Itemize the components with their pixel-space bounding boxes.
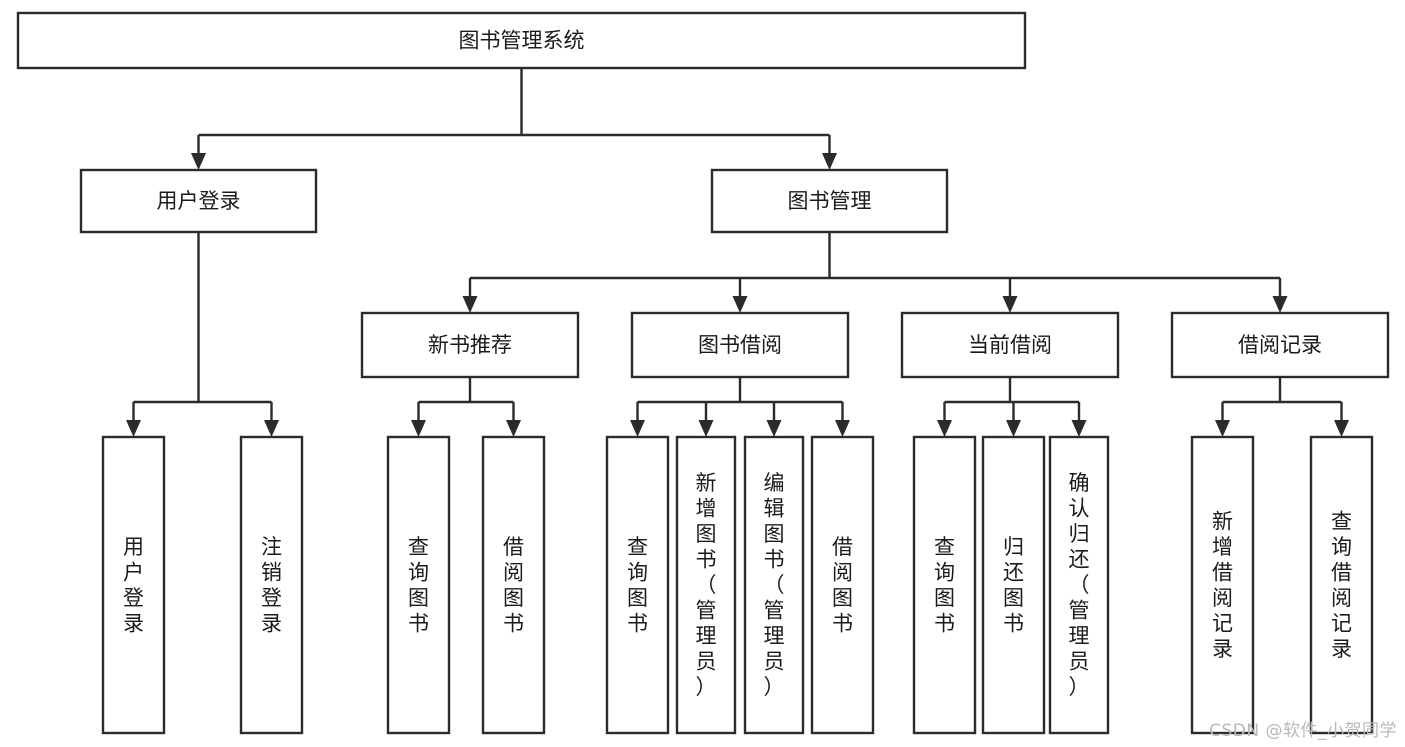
nodes-layer: 图书管理系统用户登录图书管理新书推荐图书借阅当前借阅借阅记录用户登录注销登录查询…	[16, 11, 1390, 735]
edge-group	[937, 377, 1087, 437]
node-label: 确认归还（管理员）	[1069, 471, 1090, 699]
node-label: 编辑图书（管理员）	[764, 471, 785, 699]
node-rect	[900, 311, 1120, 379]
arrow-head-icon	[126, 420, 141, 437]
node-rect	[481, 435, 546, 735]
arrow-head-icon	[1272, 296, 1288, 313]
node-rect	[912, 435, 977, 735]
arrow-head-icon	[698, 420, 714, 437]
edge-group	[462, 232, 1288, 313]
node-leaf-leaf-borrow-book-2[interactable]: 借阅图书	[810, 435, 875, 735]
node-rect	[675, 435, 737, 735]
node-label: 查询图书	[627, 535, 648, 636]
node-leaf-leaf-add-record[interactable]: 新增借阅记录	[1190, 435, 1255, 735]
node-rect	[386, 435, 451, 735]
node-level2-new-book-recommend[interactable]: 新书推荐	[360, 311, 580, 379]
node-rect	[630, 311, 850, 379]
node-rect	[1190, 435, 1255, 735]
node-label: 图书管理	[788, 189, 872, 213]
node-rect	[101, 435, 166, 735]
node-label: 用户登录	[157, 189, 241, 213]
node-leaf-leaf-query-book-2[interactable]: 查询图书	[605, 435, 670, 735]
node-label: 用户登录	[123, 535, 144, 636]
arrow-head-icon	[506, 420, 521, 437]
node-rect	[79, 168, 318, 234]
node-level2-current-borrow[interactable]: 当前借阅	[900, 311, 1120, 379]
node-label: 注销登录	[261, 535, 282, 636]
arrow-head-icon	[1002, 296, 1018, 313]
edge-group	[1215, 377, 1349, 437]
arrow-head-icon	[822, 153, 837, 170]
node-leaf-leaf-edit-book[interactable]: 编辑图书（管理员）	[743, 435, 805, 735]
node-label: 当前借阅	[968, 333, 1052, 357]
node-rect	[981, 435, 1046, 735]
arrow-head-icon	[766, 420, 782, 437]
arrow-head-icon	[937, 420, 952, 437]
edge-group	[126, 232, 279, 437]
node-label: 查询图书	[934, 535, 955, 636]
arrow-head-icon	[1215, 420, 1230, 437]
node-root[interactable]: 图书管理系统	[16, 11, 1027, 70]
node-leaf-leaf-query-book-3[interactable]: 查询图书	[912, 435, 977, 735]
node-label: 归还图书	[1003, 535, 1024, 636]
node-leaf-leaf-user-login[interactable]: 用户登录	[101, 435, 166, 735]
edge-group	[191, 68, 837, 170]
node-leaf-leaf-return-book[interactable]: 归还图书	[981, 435, 1046, 735]
node-label: 查询图书	[408, 535, 429, 636]
node-label: 借阅记录	[1238, 333, 1322, 357]
node-label: 借阅图书	[503, 535, 524, 636]
node-rect	[810, 435, 875, 735]
arrow-head-icon	[191, 153, 206, 170]
node-label: 借阅图书	[832, 535, 853, 636]
arrow-head-icon	[835, 420, 850, 437]
node-label: 新增借阅记录	[1212, 509, 1233, 661]
edge-group	[411, 377, 521, 437]
arrow-head-icon	[732, 296, 748, 313]
node-label: 新书推荐	[428, 333, 512, 357]
node-leaf-leaf-add-book[interactable]: 新增图书（管理员）	[675, 435, 737, 735]
arrow-head-icon	[630, 420, 645, 437]
node-leaf-leaf-confirm-return[interactable]: 确认归还（管理员）	[1048, 435, 1110, 735]
edges-layer	[126, 68, 1349, 437]
node-leaf-leaf-borrow-book-1[interactable]: 借阅图书	[481, 435, 546, 735]
node-leaf-leaf-query-book-1[interactable]: 查询图书	[386, 435, 451, 735]
node-leaf-leaf-query-record[interactable]: 查询借阅记录	[1309, 435, 1374, 735]
node-level1-book-manage[interactable]: 图书管理	[710, 168, 949, 234]
arrow-head-icon	[264, 420, 279, 437]
arrow-head-icon	[1334, 420, 1349, 437]
edge-group	[630, 377, 850, 437]
node-label: 查询借阅记录	[1331, 509, 1352, 661]
node-rect	[1309, 435, 1374, 735]
node-label: 图书管理系统	[459, 29, 585, 53]
node-level1-user-login[interactable]: 用户登录	[79, 168, 318, 234]
arrow-head-icon	[462, 296, 478, 313]
node-label: 图书借阅	[698, 333, 782, 357]
node-rect	[1048, 435, 1110, 735]
arrow-head-icon	[411, 420, 426, 437]
node-rect	[710, 168, 949, 234]
node-rect	[239, 435, 304, 735]
node-rect	[360, 311, 580, 379]
node-rect	[1170, 311, 1390, 379]
node-rect	[743, 435, 805, 735]
node-rect	[605, 435, 670, 735]
node-level2-book-borrow[interactable]: 图书借阅	[630, 311, 850, 379]
node-level2-borrow-record[interactable]: 借阅记录	[1170, 311, 1390, 379]
node-leaf-leaf-logout[interactable]: 注销登录	[239, 435, 304, 735]
node-rect	[16, 11, 1027, 70]
arrow-head-icon	[1006, 420, 1021, 437]
node-label: 新增图书（管理员）	[696, 471, 717, 699]
arrow-head-icon	[1071, 420, 1087, 437]
